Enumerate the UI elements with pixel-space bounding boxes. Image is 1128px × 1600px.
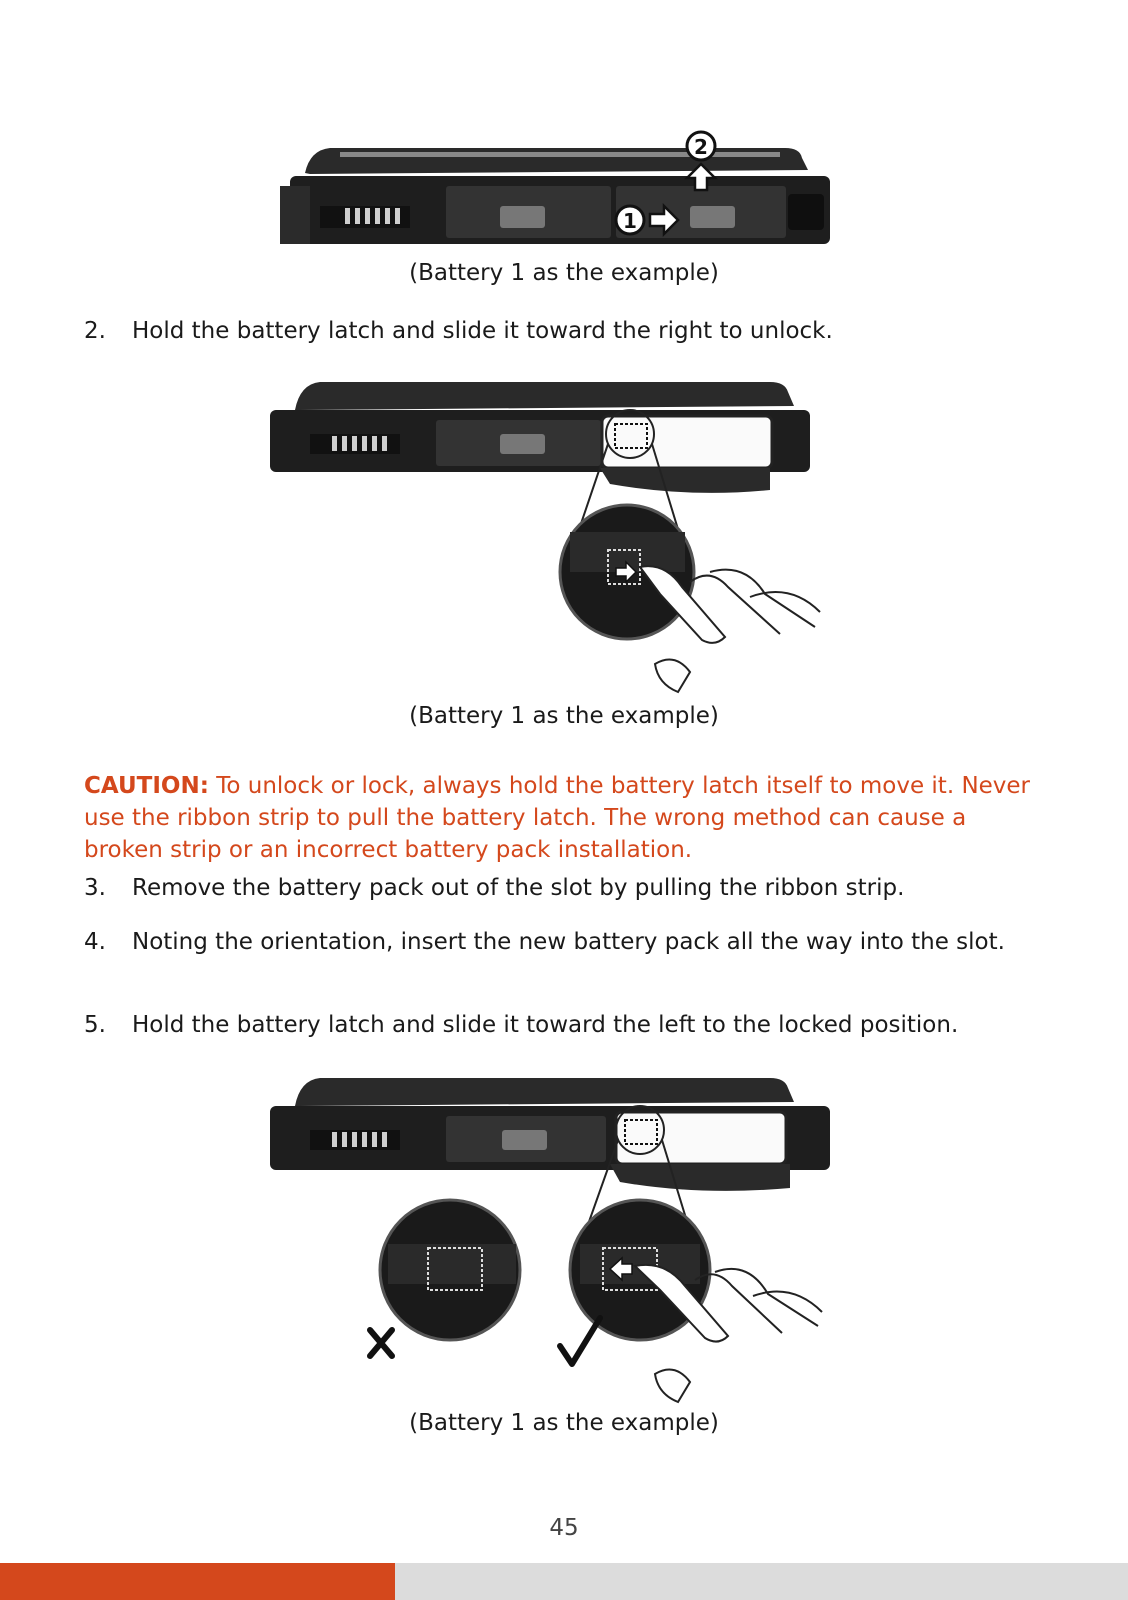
page-number: 45 bbox=[549, 1515, 579, 1541]
figure-battery-latch-step1: 1 2 bbox=[280, 130, 830, 244]
step-text: Remove the battery pack out of the slot … bbox=[132, 875, 905, 901]
step-number: 4. bbox=[84, 929, 106, 955]
step-number: 3. bbox=[84, 875, 106, 901]
step-item: 3. Remove the battery pack out of the sl… bbox=[84, 873, 1044, 904]
step-item: 4. Noting the orientation, insert the ne… bbox=[84, 927, 1044, 958]
step-text: Noting the orientation, insert the new b… bbox=[132, 929, 1005, 955]
step-text: Hold the battery latch and slide it towa… bbox=[132, 1012, 959, 1038]
svg-text:1: 1 bbox=[623, 209, 637, 233]
caution-note: CAUTION: To unlock or lock, always hold … bbox=[84, 770, 1044, 866]
step-item: 2. Hold the battery latch and slide it t… bbox=[84, 316, 1044, 347]
step-item: 5. Hold the battery latch and slide it t… bbox=[84, 1010, 1044, 1041]
caution-text: To unlock or lock, always hold the batte… bbox=[84, 773, 1031, 863]
step-number: 5. bbox=[84, 1012, 106, 1038]
caution-label: CAUTION: bbox=[84, 773, 209, 799]
figure-battery-latch-unlock bbox=[270, 382, 821, 694]
figure-caption: (Battery 1 as the example) bbox=[409, 260, 719, 286]
step-number: 2. bbox=[84, 318, 106, 344]
footer-gray-bar bbox=[395, 1563, 1128, 1600]
figure-battery-latch-lock bbox=[270, 1078, 830, 1404]
step-text: Hold the battery latch and slide it towa… bbox=[132, 318, 833, 344]
footer-accent-bar bbox=[0, 1563, 395, 1600]
figure-caption: (Battery 1 as the example) bbox=[409, 1410, 719, 1436]
svg-text:2: 2 bbox=[694, 135, 708, 159]
figure-caption: (Battery 1 as the example) bbox=[409, 703, 719, 729]
